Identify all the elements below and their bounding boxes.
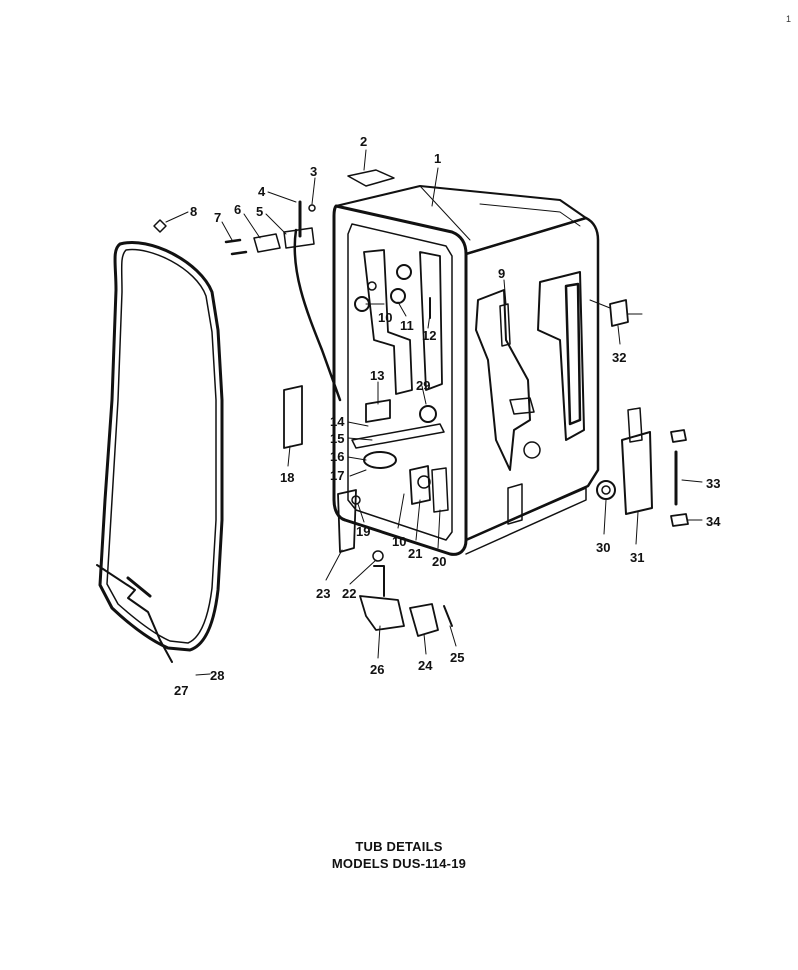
latch-parts	[283, 385, 453, 637]
callout-3: 3	[310, 164, 317, 179]
callout-16: 16	[330, 449, 344, 464]
callout-20: 20	[432, 554, 446, 569]
callout-26: 26	[370, 662, 384, 677]
callout-28: 28	[210, 668, 224, 683]
callout-7: 7	[214, 210, 221, 225]
internal-parts	[354, 264, 449, 513]
leader-lines	[165, 149, 703, 676]
callout-11: 11	[400, 318, 414, 333]
door-gasket	[96, 241, 224, 663]
diagram-subtitle: MODELS DUS-114-19	[331, 856, 467, 871]
side-parts	[596, 299, 689, 527]
callout-10a: 10	[378, 310, 392, 325]
callout-14: 14	[330, 414, 345, 429]
diagram-title: TUB DETAILS	[355, 839, 443, 854]
callout-18: 18	[280, 470, 294, 485]
corner-mark: 1	[786, 14, 792, 24]
callout-22: 22	[342, 586, 356, 601]
callout-2: 2	[360, 134, 367, 149]
callout-labels: 1 2 3 4 5 6 7 8 9 10 11 12 13 14 15 16 1…	[174, 134, 721, 698]
hinge-parts	[153, 169, 395, 256]
callout-17: 17	[330, 468, 344, 483]
callout-4: 4	[258, 184, 266, 199]
callout-21: 21	[408, 546, 422, 561]
callout-9: 9	[498, 266, 505, 281]
callout-13: 13	[370, 368, 384, 383]
callout-27: 27	[174, 683, 188, 698]
callout-29: 29	[416, 378, 430, 393]
callout-30: 30	[596, 540, 610, 555]
callout-6: 6	[234, 202, 241, 217]
callout-24: 24	[418, 658, 433, 673]
callout-8: 8	[190, 204, 197, 219]
callout-19: 19	[356, 524, 370, 539]
callout-23: 23	[316, 586, 330, 601]
callout-34: 34	[706, 514, 721, 529]
callout-33: 33	[706, 476, 720, 491]
callout-10b: 10	[392, 534, 406, 549]
tub-body	[293, 185, 600, 556]
callout-5: 5	[256, 204, 263, 219]
callout-12: 12	[422, 328, 436, 343]
callout-32: 32	[612, 350, 626, 365]
callout-1: 1	[434, 151, 441, 166]
callout-15: 15	[330, 431, 344, 446]
callout-31: 31	[630, 550, 644, 565]
callout-25: 25	[450, 650, 464, 665]
